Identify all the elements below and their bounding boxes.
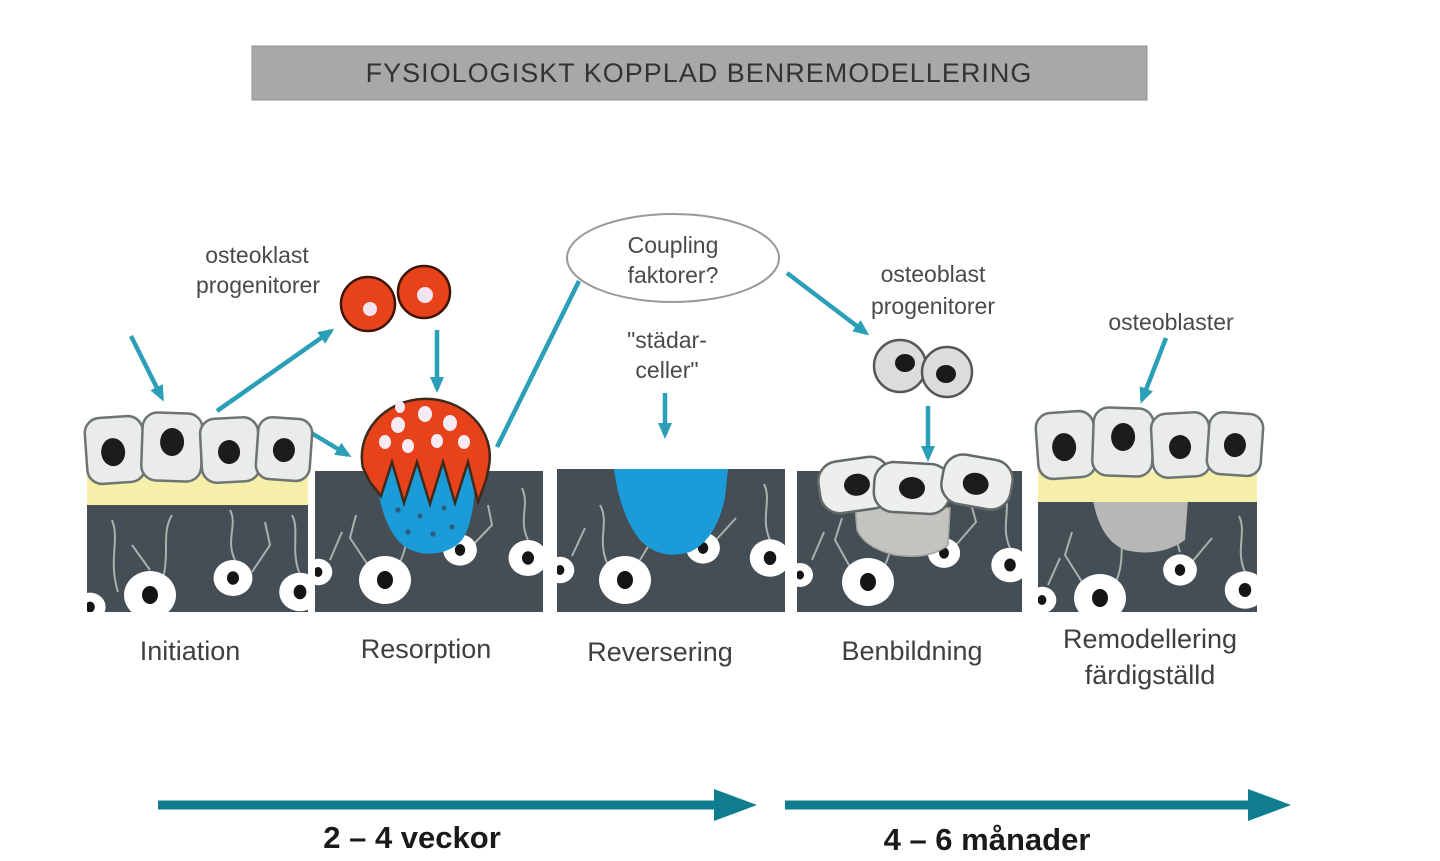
- stage-label-remodellering-line2: färdigställd: [1085, 660, 1216, 690]
- osteocytes: [87, 509, 308, 612]
- cell-nucleus-icon: [895, 354, 915, 372]
- osteoblast-label-line1: osteoblast: [881, 261, 986, 287]
- stage-label-reversering: Reversering: [587, 637, 733, 667]
- osteoclast-progenitor-cells: [339, 264, 452, 333]
- bone-matrix: [87, 505, 308, 612]
- arrow-coupling-to-osteoblast-progenitors-icon: [785, 271, 870, 336]
- coupling-ellipse: [566, 213, 780, 303]
- osteoblaster-label: osteoblaster: [1108, 309, 1234, 335]
- osteoid-layer: [87, 472, 308, 513]
- arrow-to-lining-cells-icon: [128, 334, 165, 402]
- coupling-label-line1: Coupling: [628, 232, 719, 258]
- panel-benbildning: [797, 453, 1022, 612]
- stage-label-remodellering-line1: Remodellering: [1063, 624, 1237, 654]
- stage-label-initiation: Initiation: [140, 636, 241, 666]
- stage-labels: Initiation Resorption Reversering Benbil…: [140, 624, 1237, 690]
- osteoklast-label-line1: osteoklast: [205, 242, 309, 268]
- panel-initiation: [82, 410, 315, 612]
- osteoid-layer: [1038, 472, 1257, 509]
- remodeled-bone-patch: [1093, 502, 1188, 553]
- stage-label-benbildning: Benbildning: [841, 636, 982, 666]
- osteoklast-label-line2: progenitorer: [196, 272, 320, 298]
- arrow-to-osteoclast-progenitors-icon: [215, 328, 335, 413]
- panel-resorption: [315, 397, 543, 612]
- bone-lining-cells: [82, 410, 315, 487]
- timeline-label-phase1: 2 – 4 veckor: [323, 820, 501, 855]
- osteoblast-cells: [817, 453, 1014, 516]
- timeline-label-phase2: 4 – 6 månader: [884, 822, 1091, 857]
- annotation-stadarceller: "städar- celler": [627, 327, 707, 383]
- osteocytes: [1038, 502, 1257, 612]
- coupling-label-line2: faktorer?: [628, 262, 719, 288]
- annotation-osteoklast-progenitorer: osteoklast progenitorer: [196, 242, 320, 298]
- cell-nucleolus-icon: [363, 302, 377, 316]
- line-osteoclast-to-coupling-icon: [494, 280, 582, 448]
- bone-lining-cells: [1033, 405, 1266, 482]
- panel-reversering: [557, 469, 785, 612]
- timeline-arrowhead-icon: [714, 789, 757, 821]
- stadarceller-label-line1: "städar-: [627, 327, 707, 353]
- title-bar: FYSIOLOGISKT KOPPLAD BENREMODELLERING: [251, 45, 1148, 101]
- osteoblast-label-line2: progenitorer: [871, 293, 995, 319]
- coupling-factors-bubble: Coupling faktorer?: [566, 213, 780, 303]
- osteoblast-progenitor-cells: [872, 338, 974, 399]
- timeline-arrowhead-icon: [1248, 789, 1291, 821]
- new-osteoid: [854, 504, 951, 557]
- annotation-osteoblast-progenitorer: osteoblast progenitorer: [871, 261, 995, 319]
- panel-remodellering: [1033, 405, 1266, 612]
- reversal-pit: [614, 469, 728, 555]
- page-title: FYSIOLOGISKT KOPPLAD BENREMODELLERING: [366, 58, 1033, 88]
- stage-label-resorption: Resorption: [361, 634, 492, 664]
- title-bar-background: [251, 45, 1148, 101]
- flow-arrows: [128, 271, 1169, 462]
- pit-granules: [395, 505, 455, 537]
- cell-nucleolus-icon: [417, 287, 433, 303]
- timeline: 2 – 4 veckor 4 – 6 månader: [158, 789, 1291, 857]
- cell-nucleus-icon: [936, 365, 956, 383]
- arrow-osteoblaster-down-icon: [1139, 337, 1169, 404]
- stadarceller-label-line2: celler": [635, 357, 698, 383]
- osteoclast-vesicles: [379, 401, 470, 453]
